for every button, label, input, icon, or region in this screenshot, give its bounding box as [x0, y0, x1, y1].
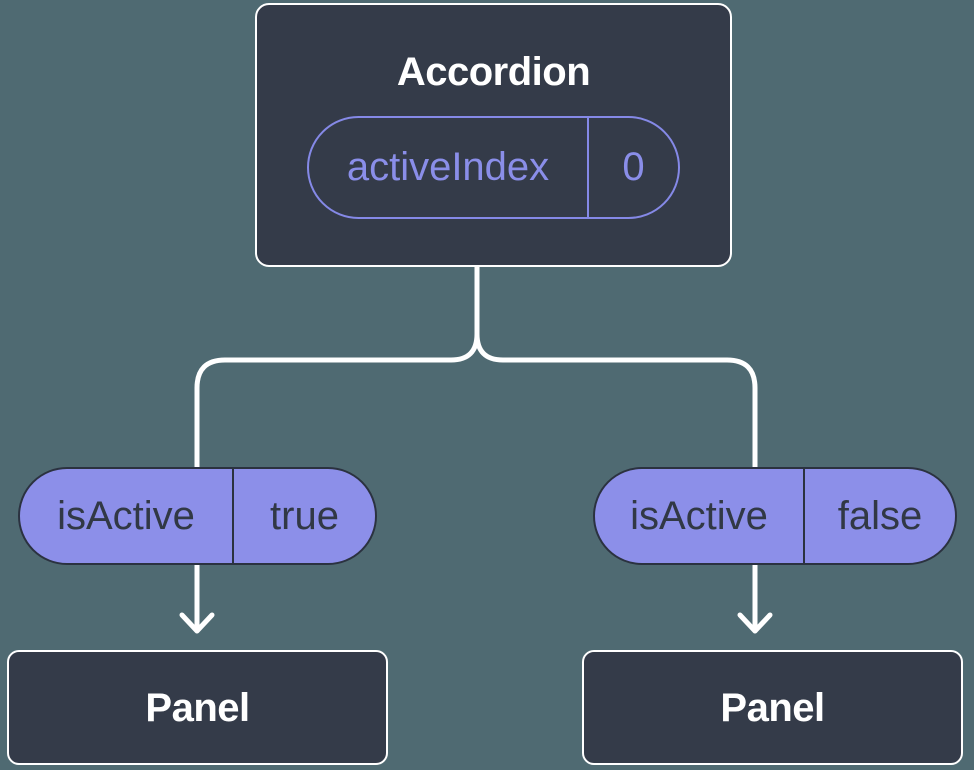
- prop-pill-label: isActive: [630, 494, 768, 538]
- prop-pill-value: false: [803, 469, 955, 563]
- node-title-panel-right: Panel: [720, 685, 825, 730]
- prop-pill-isactive-true: isActive true: [18, 467, 377, 565]
- prop-pill-label: isActive: [57, 494, 195, 538]
- state-pill-value: 0: [587, 117, 678, 217]
- state-pill-activeindex: activeIndex 0: [307, 115, 680, 219]
- prop-pill-isactive-false: isActive false: [593, 467, 957, 565]
- connector-right-branch: [474, 331, 758, 633]
- component-node-panel-right: Panel: [582, 650, 963, 765]
- arrowhead-left-icon: [179, 612, 215, 634]
- connector-left-branch: [194, 257, 480, 633]
- arrowhead-right-icon: [737, 612, 773, 634]
- component-node-accordion: Accordion activeIndex 0: [255, 3, 732, 267]
- prop-pill-value: true: [232, 469, 375, 563]
- state-pill-label: activeIndex: [346, 145, 550, 189]
- node-title-panel-left: Panel: [145, 685, 250, 730]
- node-title-accordion: Accordion: [396, 49, 591, 94]
- component-node-panel-left: Panel: [7, 650, 388, 765]
